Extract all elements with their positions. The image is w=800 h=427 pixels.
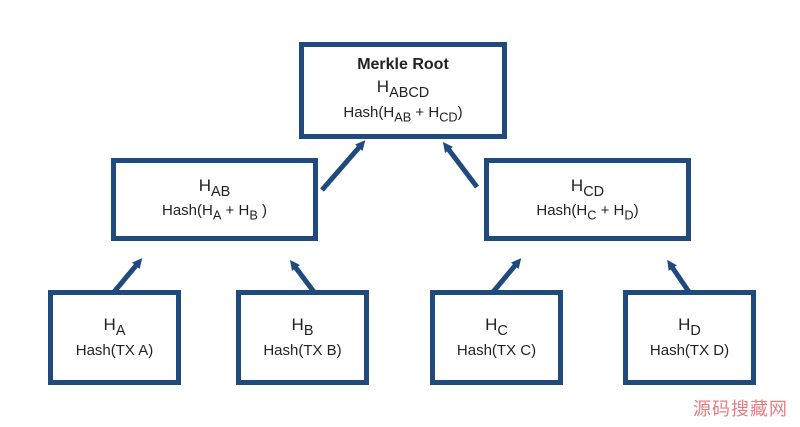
merkle-root-node: Merkle Root HABCD Hash(HAB + HCD) (299, 42, 507, 139)
node-hab: HAB Hash(HA + HB ) (111, 158, 318, 241)
leaf-hash-label: HB (291, 315, 314, 340)
watermark: 源码搜藏网 (693, 399, 788, 420)
node-hash-label: HCD (570, 175, 605, 200)
node-hash-formula: Hash(HAB + HCD) (343, 103, 463, 125)
leaf-node-d: HD Hash(TX D) (623, 290, 756, 385)
node-hcd: HCD Hash(HC + HD) (484, 158, 691, 241)
node-title: Merkle Root (357, 56, 449, 74)
node-hash-formula: Hash(HA + HB ) (162, 202, 267, 223)
arrow-ab-to-root (320, 140, 366, 192)
leaf-node-a: HA Hash(TX A) (48, 290, 181, 385)
node-hash-label: HABCD (376, 76, 430, 102)
leaf-node-b: HB Hash(TX B) (236, 290, 369, 385)
arrow-cd-to-root (442, 142, 479, 189)
leaf-hash-formula: Hash(TX B) (263, 342, 342, 360)
arrow-d-to-cd (667, 259, 692, 294)
leaf-hash-formula: Hash(TX C) (456, 342, 537, 360)
leaf-hash-label: HD (678, 315, 701, 340)
leaf-hash-formula: Hash(TX A) (75, 342, 154, 360)
node-hash-label: HAB (198, 175, 231, 200)
arrow-a-to-ab (112, 258, 143, 294)
arrow-c-to-cd (491, 258, 522, 294)
leaf-hash-formula: Hash(TX D) (649, 342, 730, 360)
node-hash-formula: Hash(HC + HD) (536, 202, 639, 223)
leaf-hash-label: HA (103, 315, 126, 340)
leaf-hash-label: HC (485, 315, 508, 340)
arrow-b-to-ab (290, 260, 316, 294)
leaf-node-c: HC Hash(TX C) (430, 290, 563, 385)
